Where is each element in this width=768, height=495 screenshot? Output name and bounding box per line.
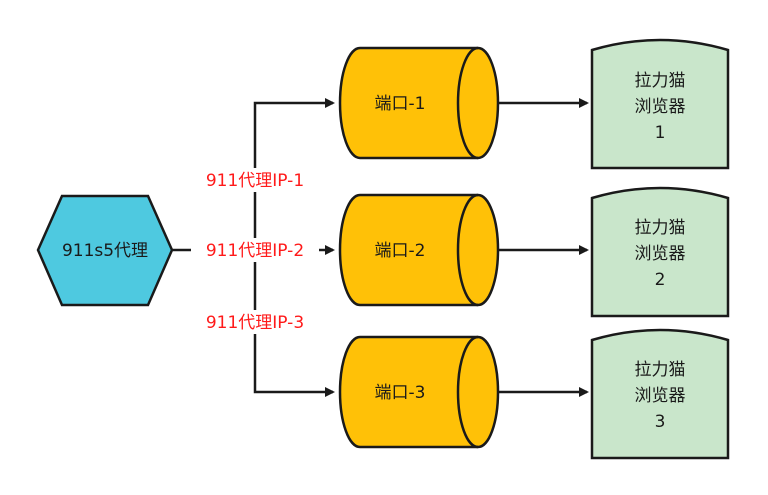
browser-node-1: 拉力猫 浏览器 1 [590,38,730,170]
port-label-3: 端口-3 [375,383,426,403]
proxy-label-bg-2 [191,238,319,262]
browser-1-line1: 拉力猫 [635,71,686,91]
source-node: 911s5代理 [36,194,174,307]
edge-to-port-1 [253,98,335,250]
port-node-1: 端口-1 [338,46,500,160]
port-node-2: 端口-2 [338,193,500,307]
proxy-labels: 911代理IP-1 911代理IP-2 911代理IP-3 [191,168,319,334]
browser-3-line1: 拉力猫 [635,360,686,380]
port-label-2: 端口-2 [375,241,426,261]
browser-2-line3: 2 [655,270,666,290]
browser-3-line3: 3 [655,412,666,432]
proxy-label-2: 911代理IP-2 [206,241,304,261]
port-label-1: 端口-1 [375,94,426,114]
proxy-label-3: 911代理IP-3 [206,313,304,333]
browser-3-line2: 浏览器 [635,386,686,406]
proxy-label-bg-3 [191,310,319,334]
browser-1-line3: 1 [655,123,666,143]
port-node-3: 端口-3 [338,335,500,449]
browser-node-2: 拉力猫 浏览器 2 [590,186,730,318]
edges-ports-to-browsers [498,98,589,397]
proxy-label-bg-1 [191,168,319,192]
browser-2-line2: 浏览器 [635,244,686,264]
browser-1-line2: 浏览器 [635,97,686,117]
proxy-label-1: 911代理IP-1 [206,171,304,191]
edge-to-port-3 [253,250,335,397]
browser-node-3: 拉力猫 浏览器 3 [590,328,730,460]
source-hexagon [36,194,174,307]
browser-2-line1: 拉力猫 [635,218,686,238]
source-label: 911s5代理 [62,241,148,261]
